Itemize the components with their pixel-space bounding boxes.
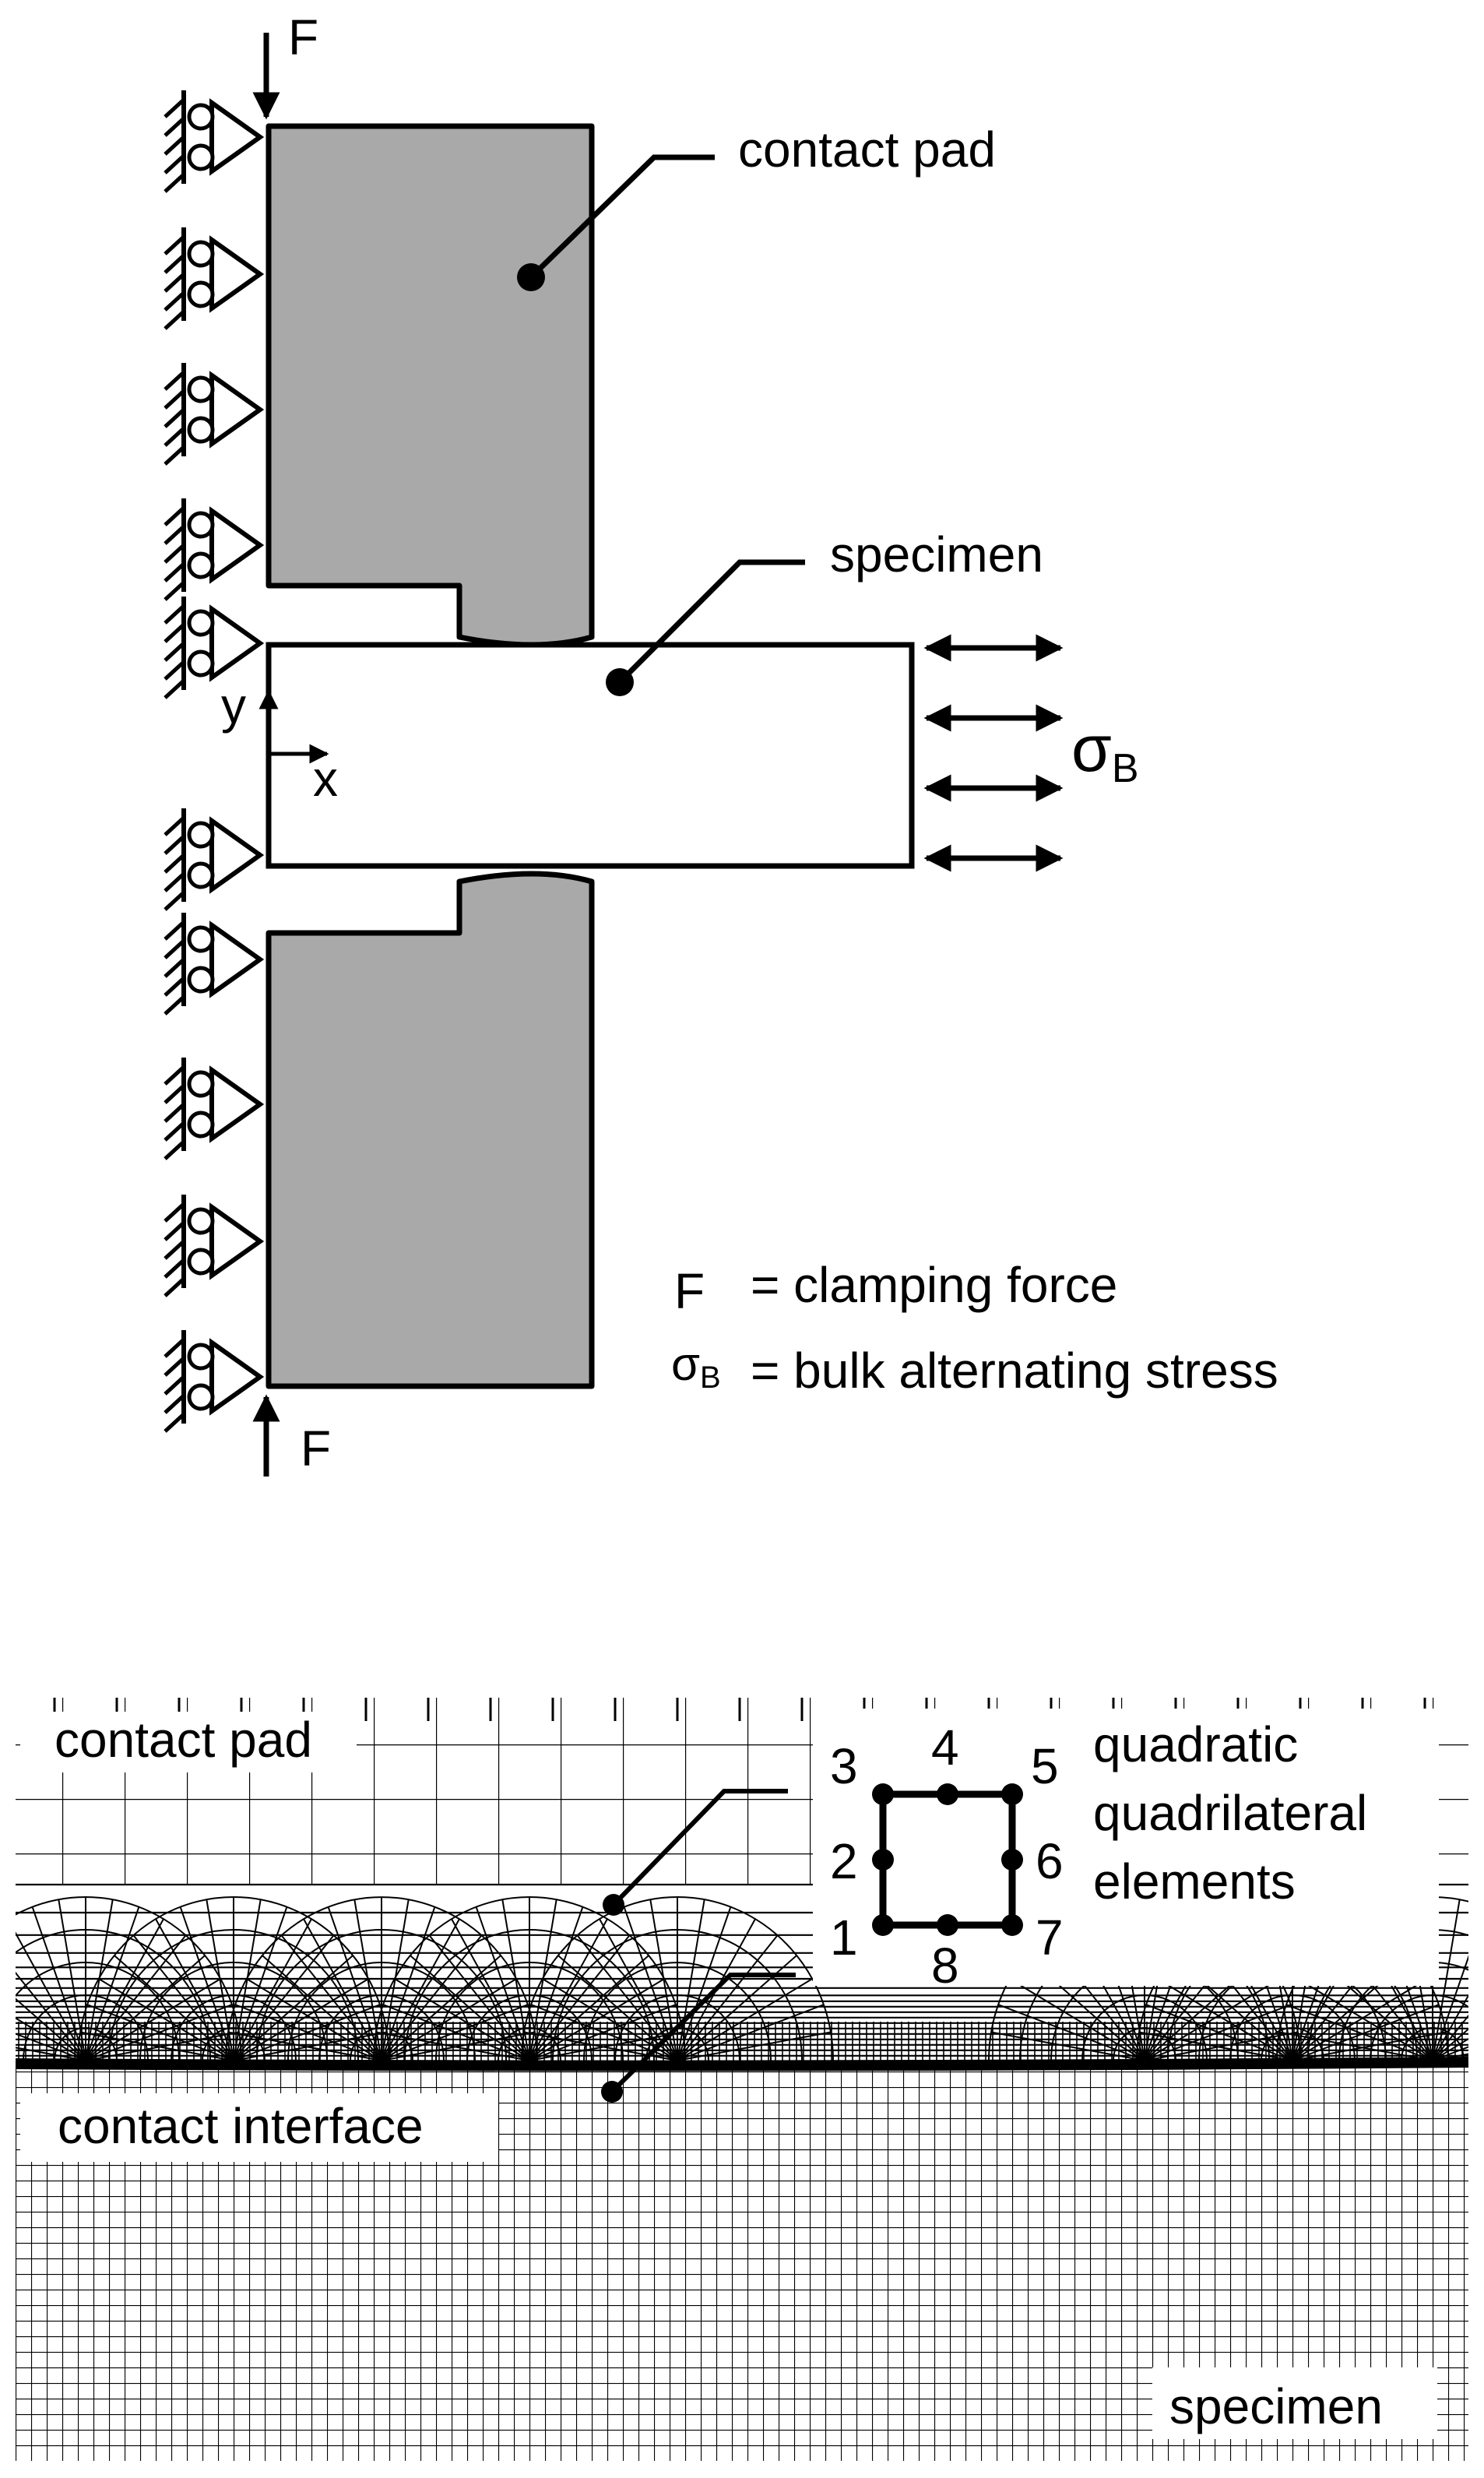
legend: F = clamping force σB = bulk alternating… bbox=[671, 1257, 1278, 1399]
legend-sigma-symbol: σB bbox=[671, 1338, 721, 1395]
contact-pad-pointer bbox=[517, 154, 715, 291]
pad-label-box bbox=[20, 1712, 357, 1772]
node-number-6: 6 bbox=[1036, 1833, 1064, 1889]
roller-support-9 bbox=[164, 1195, 265, 1297]
legend-sigma-text: = bulk alternating stress bbox=[751, 1343, 1278, 1399]
roller-support-6 bbox=[164, 808, 265, 911]
node-number-5: 5 bbox=[1031, 1738, 1059, 1794]
node-number-4: 4 bbox=[931, 1719, 959, 1776]
y-axis-label: y bbox=[221, 678, 246, 734]
element-nodes bbox=[872, 1783, 1023, 1936]
node-number-7: 7 bbox=[1036, 1910, 1064, 1966]
x-axis-label: x bbox=[313, 751, 338, 807]
element-inset-box bbox=[813, 1709, 1439, 1986]
legend-f-symbol: F bbox=[674, 1263, 705, 1319]
mesh-specimen-label: specimen bbox=[1169, 2378, 1383, 2434]
bulk-stress-arrows bbox=[923, 634, 1064, 872]
node-number-2: 2 bbox=[830, 1833, 858, 1889]
roller-support-2 bbox=[164, 227, 265, 330]
roller-support-1 bbox=[164, 90, 265, 193]
specimen-pointer bbox=[606, 559, 805, 696]
interface-label-box bbox=[20, 2093, 498, 2162]
contact-interface-label: contact interface bbox=[58, 2098, 424, 2154]
upper-schematic: contact pad specimen F F y x σB F bbox=[164, 9, 1278, 1477]
contact-pad-top bbox=[266, 123, 595, 648]
roller-support-4 bbox=[164, 498, 265, 601]
contact-pad-label: contact pad bbox=[738, 121, 996, 178]
node-number-1: 1 bbox=[830, 1910, 858, 1966]
node-number-8: 8 bbox=[931, 1938, 959, 1994]
legend-f-text: = clamping force bbox=[751, 1257, 1117, 1313]
element-type-label: quadratic quadrilateral elements bbox=[1093, 1716, 1381, 1910]
quadratic-element: 1 2 3 4 5 6 7 8 bbox=[830, 1719, 1064, 1994]
roller-support-7 bbox=[164, 913, 265, 1015]
interface-pointer bbox=[601, 1973, 796, 2103]
specimen-body bbox=[266, 642, 915, 869]
roller-support-5 bbox=[164, 597, 265, 699]
contact-pad-bottom bbox=[266, 871, 595, 1389]
contact-interface-line bbox=[15, 2057, 1469, 2071]
roller-support-10 bbox=[164, 1330, 265, 1433]
mesh-contact-pad-label: contact pad bbox=[55, 1712, 312, 1768]
specimen-label: specimen bbox=[830, 526, 1043, 583]
stress-label: σB bbox=[1071, 712, 1139, 791]
roller-supports bbox=[164, 90, 265, 1433]
element-pointer bbox=[603, 1789, 788, 1916]
lower-mesh-detail: contact pad contact interface specimen 1… bbox=[15, 1698, 1469, 2461]
force-label-top: F bbox=[288, 9, 318, 65]
roller-support-3 bbox=[164, 363, 265, 466]
specimen-label-box bbox=[1152, 2367, 1437, 2439]
roller-support-8 bbox=[164, 1058, 265, 1160]
node-number-3: 3 bbox=[830, 1738, 858, 1794]
force-label-bottom: F bbox=[301, 1420, 331, 1477]
